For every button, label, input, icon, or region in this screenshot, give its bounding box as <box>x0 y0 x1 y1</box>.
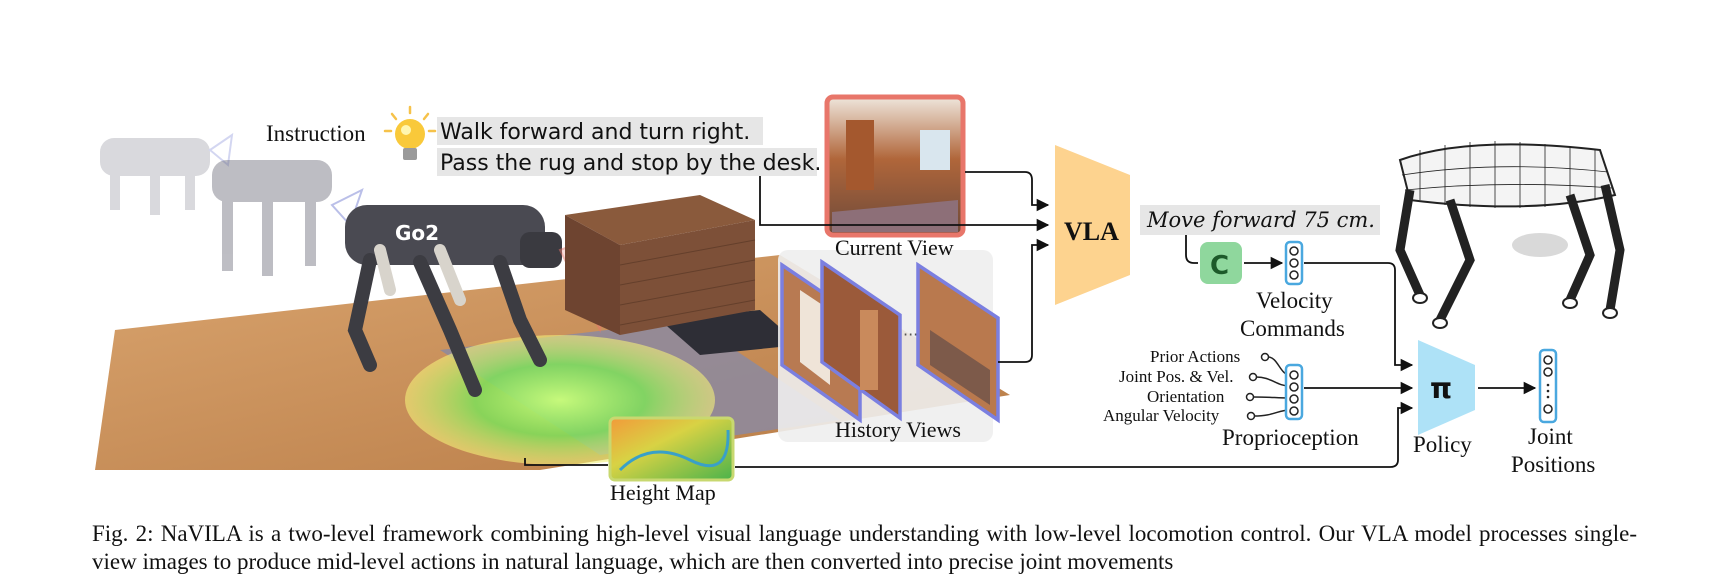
command-text: Move forward 75 cm. <box>1146 208 1375 232</box>
velocity-label-1: Velocity <box>1256 288 1333 313</box>
height-map-image <box>608 416 735 482</box>
history-view-3 <box>916 261 1000 424</box>
ghost-robot-2 <box>212 160 364 276</box>
proprio-input-lines <box>1252 356 1291 417</box>
history-ellipsis: ··· <box>903 325 918 344</box>
converter-block <box>1200 242 1242 284</box>
basket <box>565 195 756 335</box>
joint-label-1: Joint <box>1528 424 1573 449</box>
rug-patch-dark <box>660 310 800 355</box>
instruction-label: Instruction <box>266 121 366 146</box>
joint-pos-vel-label: Joint Pos. & Vel. <box>1119 367 1233 386</box>
policy-label: Policy <box>1413 432 1472 457</box>
current-view-image <box>824 94 966 238</box>
converter-icon: C <box>1210 251 1229 281</box>
height-map-label: Height Map <box>610 480 716 505</box>
joint-vector-icon <box>1538 348 1558 424</box>
proprio-input-dots <box>1245 352 1270 421</box>
orientation-label: Orientation <box>1147 387 1225 406</box>
velocity-label-2: Commands <box>1240 316 1345 341</box>
proprioception-label: Proprioception <box>1222 425 1359 450</box>
instruction-line2-bg <box>437 148 817 176</box>
current-view-label: Current View <box>835 235 954 260</box>
robot-logo: Go2 <box>395 221 439 245</box>
connectors <box>524 171 1537 468</box>
instruction-line2: Pass the rug and stop by the desk. <box>440 151 821 176</box>
lightbulb-icon <box>383 105 437 160</box>
policy-symbol: π <box>1430 372 1452 405</box>
instruction-line1: Walk forward and turn right. <box>440 120 750 145</box>
instruction-line1-bg <box>437 117 763 145</box>
joint-label-2: Positions <box>1511 452 1595 477</box>
angular-velocity-label: Angular Velocity <box>1103 406 1220 425</box>
command-bg <box>1140 205 1380 235</box>
policy-block <box>1418 340 1475 435</box>
velocity-vector-icon <box>1284 240 1304 286</box>
figure-caption: Fig. 2: NaVILA is a two-level framework … <box>92 521 1637 574</box>
prior-actions-label: Prior Actions <box>1150 347 1240 366</box>
wireframe-robot <box>1395 141 1625 329</box>
history-view-2 <box>820 258 902 422</box>
history-views-label: History Views <box>835 417 961 442</box>
proprio-vector-icon <box>1284 363 1304 421</box>
vla-label: VLA <box>1064 217 1119 246</box>
vla-block <box>1055 145 1130 305</box>
ghost-robot-1 <box>100 132 234 215</box>
